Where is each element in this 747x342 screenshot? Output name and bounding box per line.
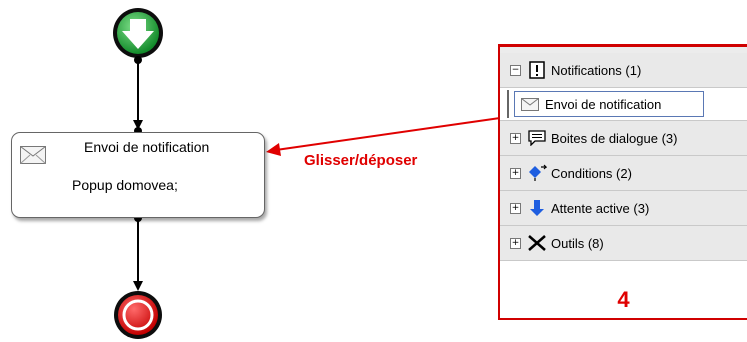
- palette-group-outils[interactable]: + Outils (8): [500, 226, 747, 261]
- task-title: Envoi de notification: [84, 139, 210, 155]
- task-node[interactable]: Envoi de notification Popup domovea;: [11, 132, 265, 218]
- tree-line: [507, 90, 509, 118]
- envelope-icon: [20, 146, 46, 164]
- end-event[interactable]: [114, 291, 162, 339]
- palette-group-label: Attente active (3): [551, 200, 650, 216]
- expand-icon[interactable]: +: [510, 237, 521, 249]
- notification-icon: [527, 60, 547, 80]
- palette-group-conditions[interactable]: + Conditions (2): [500, 156, 747, 191]
- palette-group-notifications[interactable]: − Notifications (1): [500, 53, 747, 88]
- task-subtitle: Popup domovea;: [72, 177, 178, 193]
- palette-group-boites-de-dialogue[interactable]: + Boites de dialogue (3): [500, 121, 747, 156]
- panel-top-strip: [500, 47, 747, 53]
- activity-palette: − Notifications (1) Envoi de notificatio…: [498, 44, 747, 320]
- condition-icon: [527, 163, 547, 183]
- arrow-down-icon: [122, 19, 154, 49]
- palette-group-label: Conditions (2): [551, 165, 632, 181]
- palette-group-label: Boites de dialogue (3): [551, 130, 678, 146]
- stop-circle-icon: [122, 299, 154, 331]
- expand-icon[interactable]: +: [510, 202, 521, 214]
- panel-number-label: 4: [617, 287, 630, 312]
- palette-group-label: Notifications (1): [551, 62, 642, 78]
- tools-icon: [527, 233, 547, 253]
- palette-item-label: Envoi de notification: [545, 96, 662, 112]
- speech-bubble-icon: [527, 128, 547, 148]
- palette-group-attente-active[interactable]: + Attente active (3): [500, 191, 747, 226]
- expand-icon[interactable]: +: [510, 132, 521, 144]
- envelope-icon: [521, 97, 539, 111]
- collapse-icon[interactable]: −: [510, 64, 521, 76]
- start-event[interactable]: [113, 8, 163, 58]
- drag-drop-label: Glisser/déposer: [304, 152, 418, 169]
- sequence-flow-1[interactable]: [133, 56, 143, 130]
- palette-item-envoi-notification[interactable]: Envoi de notification: [500, 88, 747, 121]
- palette-group-label: Outils (8): [551, 235, 604, 251]
- wait-arrow-icon: [527, 198, 547, 218]
- expand-icon[interactable]: +: [510, 167, 521, 179]
- drag-arrow: [266, 117, 501, 156]
